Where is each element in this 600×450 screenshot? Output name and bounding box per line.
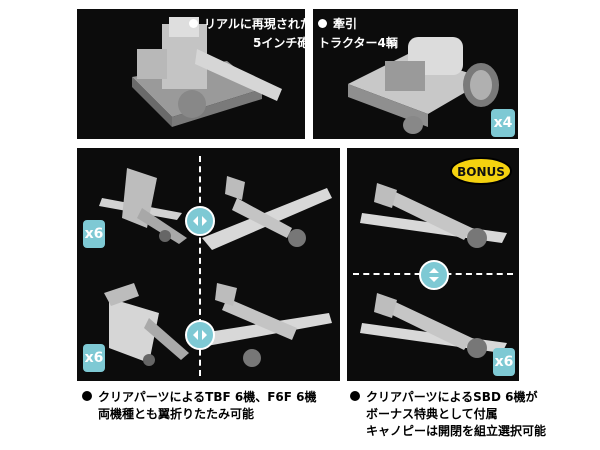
bullet-icon xyxy=(82,391,92,401)
gun-panel: リアルに再現された 5インチ砲 xyxy=(77,9,305,139)
sbd-caption-line2: ボーナス特典として付属 xyxy=(366,407,498,421)
panel-divider-dashed xyxy=(199,156,201,376)
tractor-caption: 牽引 トラクター4輌 xyxy=(318,15,398,53)
gun-caption: リアルに再現された 5インチ砲 xyxy=(189,15,305,53)
bullet-icon xyxy=(318,19,327,28)
swap-icon-bottom xyxy=(185,320,215,350)
swap-icon-sbd xyxy=(419,260,449,290)
gun-caption-line1: リアルに再現された xyxy=(204,17,305,31)
f6f-bottom-illustration xyxy=(202,283,332,367)
tbf-f6f-caption-line2: 両機種とも翼折りたたみ可能 xyxy=(98,407,255,421)
tbf-count-badge-bottom: x6 xyxy=(83,344,105,372)
tractor-caption-line1: 牽引 xyxy=(333,17,358,31)
f6f-top-illustration xyxy=(202,176,332,250)
swap-icon-top xyxy=(185,206,215,236)
tractor-model-illustration xyxy=(348,37,499,134)
sbd-top-illustration xyxy=(360,183,507,248)
sbd-bottom-illustration xyxy=(360,293,507,358)
sbd-count-badge: x6 xyxy=(493,348,515,376)
bonus-text: BONUS xyxy=(457,165,505,179)
tractor-count-badge: x4 xyxy=(491,109,515,137)
tbf-folded-top-illustration xyxy=(99,168,187,244)
tractor-caption-line2: トラクター4輌 xyxy=(318,36,398,50)
bonus-badge: BONUS xyxy=(450,157,512,185)
sbd-caption: クリアパーツによるSBD 6機が ボーナス特典として付属 キャノピーは開閉を組立… xyxy=(350,389,546,440)
tbf-folded-bottom-illustration xyxy=(104,283,189,366)
tbf-f6f-caption: クリアパーツによるTBF 6機、F6F 6機 両機種とも翼折りたたみ可能 xyxy=(82,389,317,423)
gun-caption-line2: 5インチ砲 xyxy=(253,36,305,50)
sbd-caption-line1: クリアパーツによるSBD 6機が xyxy=(366,390,538,404)
tbf-f6f-panel: x6 x6 xyxy=(77,148,340,381)
bullet-icon xyxy=(189,19,198,28)
sbd-caption-line3: キャノピーは開閉を組立選択可能 xyxy=(366,424,547,438)
tbf-f6f-caption-line1: クリアパーツによるTBF 6機、F6F 6機 xyxy=(98,390,317,404)
gun-model-illustration xyxy=(132,17,282,127)
sbd-panel: BONUS x6 xyxy=(347,148,519,381)
tractor-panel: 牽引 トラクター4輌 x4 xyxy=(313,9,518,139)
tbf-count-badge-top: x6 xyxy=(83,220,105,248)
bullet-icon xyxy=(350,391,360,401)
